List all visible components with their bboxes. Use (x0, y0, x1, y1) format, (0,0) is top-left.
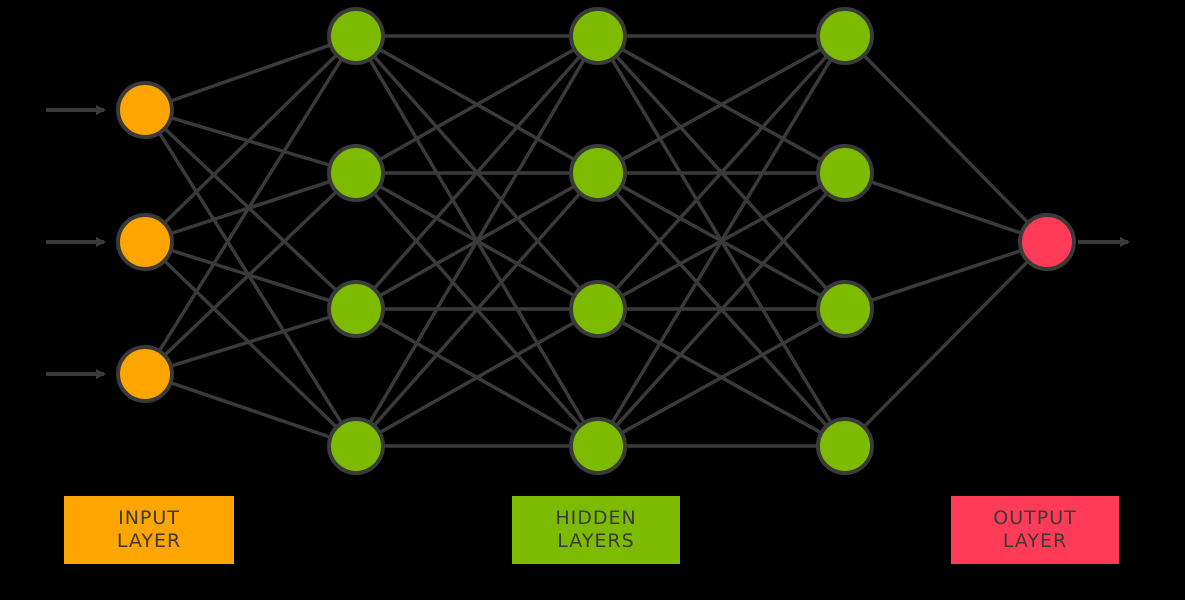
edge-l0-n2-to-l1-n3 (144, 372, 357, 448)
hidden-node-l3-2 (816, 144, 874, 202)
edge-l3-n2-to-l4-n0 (844, 240, 1048, 311)
legend-output-layer: OUTPUT LAYER (951, 496, 1119, 564)
edge-l0-n0-to-l1-n0 (144, 34, 357, 112)
connection-lines (143, 34, 1049, 448)
edge-l3-n0-to-l4-n0 (843, 34, 1049, 244)
edge-l2-n2-to-l3-n0 (596, 34, 847, 311)
hidden-node-l2-3 (569, 280, 627, 338)
legend-output-line2: LAYER (1002, 530, 1068, 552)
edge-l0-n2-to-l1-n0 (143, 35, 358, 375)
edge-l0-n2-to-l1-n1 (143, 171, 358, 376)
legend-hidden-line1: HIDDEN (555, 507, 637, 529)
hidden-node-l1-4 (327, 417, 385, 475)
edge-l0-n1-to-l1-n3 (143, 240, 358, 448)
input-node-l0-1 (116, 81, 174, 139)
edge-l1-n2-to-l2-n0 (354, 34, 600, 311)
edge-l1-n1-to-l2-n0 (355, 34, 599, 175)
edge-l0-n2-to-l1-n2 (144, 307, 357, 376)
legend-input-line1: INPUT (118, 507, 180, 529)
hidden-node-l3-4 (816, 417, 874, 475)
edge-l1-n3-to-l2-n0 (354, 35, 600, 447)
hidden-node-l1-1 (327, 7, 385, 65)
hidden-node-l1-2 (327, 144, 385, 202)
hidden-node-l2-1 (569, 7, 627, 65)
hidden-node-l2-2 (569, 144, 627, 202)
input-node-l0-3 (116, 345, 174, 403)
legend-input-line2: LAYER (116, 530, 182, 552)
edge-l2-n3-to-l3-n2 (597, 307, 846, 448)
hidden-node-l3-3 (816, 280, 874, 338)
edge-l3-n1-to-l4-n0 (844, 171, 1048, 244)
edge-l0-n0-to-l1-n1 (144, 108, 357, 175)
edge-l2-n3-to-l3-n1 (596, 171, 847, 448)
input-node-l0-2 (116, 213, 174, 271)
edge-l2-n3-to-l3-n0 (596, 35, 847, 447)
arrows (46, 105, 1130, 379)
edge-l2-n1-to-l3-n0 (597, 34, 846, 175)
edge-l0-n1-to-l1-n0 (143, 34, 358, 244)
legend-input-layer: INPUT LAYER (64, 496, 234, 564)
legend-output-line1: OUTPUT (993, 507, 1077, 529)
edge-l1-n3-to-l2-n2 (355, 307, 599, 448)
hidden-node-l1-3 (327, 280, 385, 338)
hidden-node-l3-1 (816, 7, 874, 65)
output-node-l4-1 (1018, 213, 1076, 271)
legend-hidden-layers: HIDDEN LAYERS (512, 496, 680, 564)
edge-l0-n0-to-l1-n3 (143, 109, 358, 447)
hidden-node-l2-4 (569, 417, 627, 475)
edge-l0-n0-to-l1-n2 (143, 108, 358, 311)
edge-l3-n3-to-l4-n0 (843, 240, 1049, 448)
nodes (116, 7, 1076, 475)
edge-l1-n3-to-l2-n1 (354, 171, 600, 448)
legend-hidden-line2: LAYERS (557, 530, 635, 552)
